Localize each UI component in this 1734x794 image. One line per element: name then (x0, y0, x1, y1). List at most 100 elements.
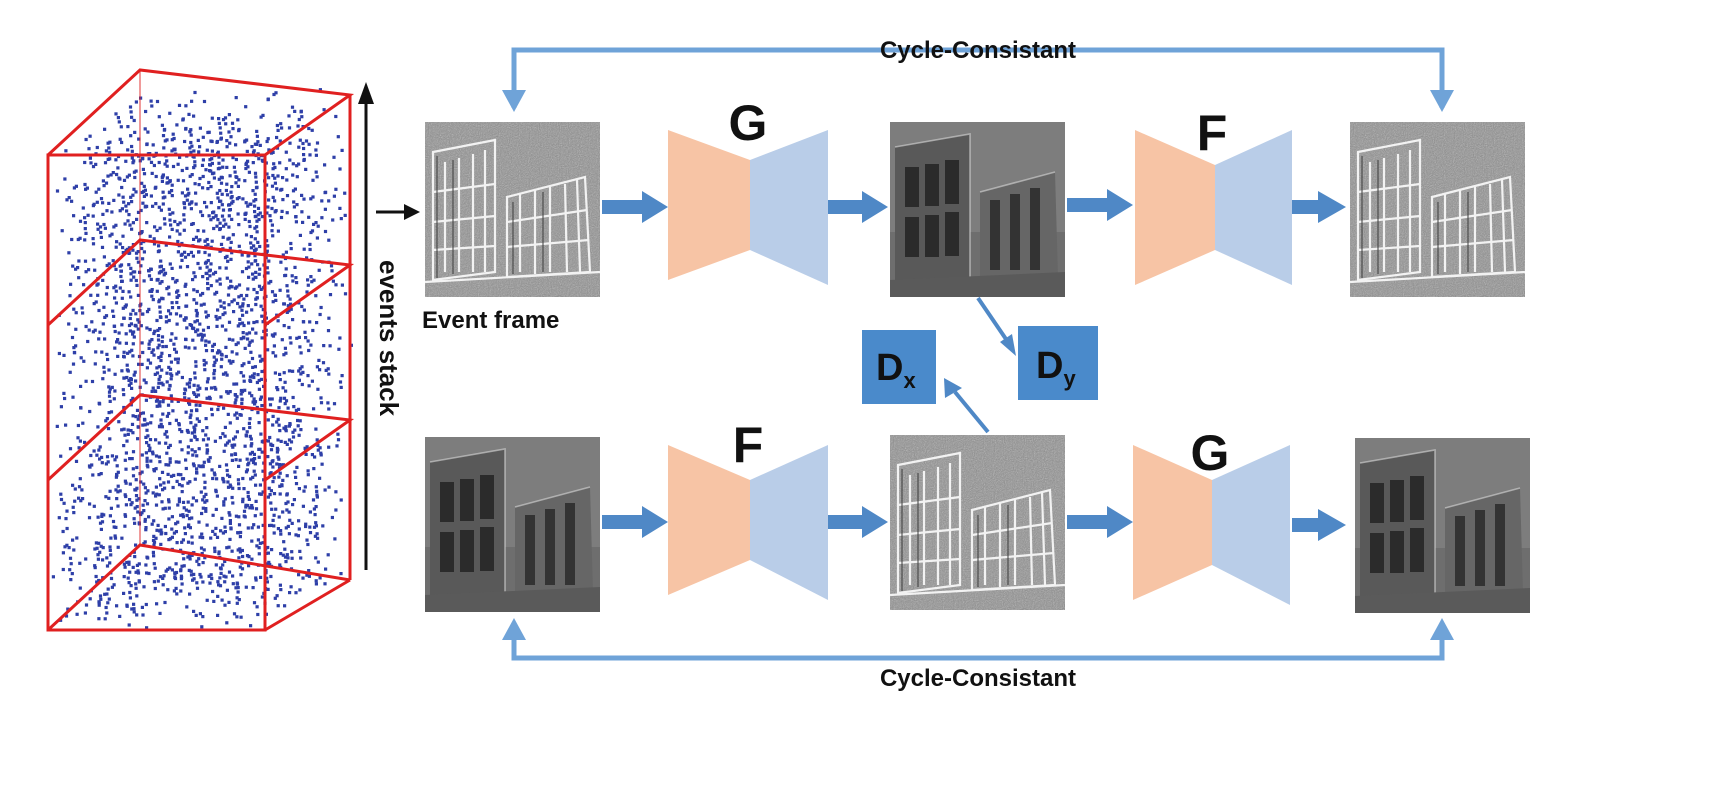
event-point (123, 493, 127, 497)
event-point (315, 321, 319, 325)
event-point (91, 330, 95, 334)
stack-to-frame-arrow (376, 204, 420, 220)
event-point (147, 571, 151, 576)
event-point (175, 479, 179, 483)
event-point (307, 574, 311, 578)
event-point (227, 337, 231, 341)
event-point (128, 570, 132, 574)
event-point (273, 210, 277, 214)
event-point (142, 509, 146, 513)
event-point (300, 365, 304, 369)
event-point (327, 372, 331, 376)
event-point (97, 578, 101, 583)
event-point (217, 155, 221, 159)
event-point (256, 213, 260, 217)
event-point (213, 532, 217, 536)
event-point (192, 271, 196, 275)
event-point (252, 372, 256, 376)
event-point (145, 456, 149, 460)
event-point (301, 220, 305, 224)
event-point (80, 488, 84, 492)
event-point (217, 206, 221, 210)
event-point (113, 346, 117, 350)
event-point (229, 135, 233, 139)
event-point (324, 190, 328, 194)
event-point (161, 400, 165, 404)
event-point (169, 360, 173, 364)
event-point (120, 428, 124, 432)
event-point (146, 130, 150, 134)
event-point (131, 270, 135, 274)
event-point (296, 534, 300, 538)
event-point (302, 153, 306, 157)
event-point (142, 585, 146, 589)
event-point (84, 379, 88, 383)
event-point (78, 219, 83, 223)
event-point (197, 447, 201, 451)
event-point (152, 242, 157, 246)
event-point (211, 589, 215, 594)
event-point (79, 384, 83, 388)
event-point (122, 178, 127, 182)
event-point (242, 514, 246, 518)
event-point (183, 255, 188, 259)
event-point (298, 233, 302, 237)
event-point (218, 266, 222, 270)
event-point (312, 222, 316, 226)
event-point (118, 489, 122, 493)
event-point (120, 207, 124, 211)
event-point (298, 138, 302, 142)
event-point (75, 612, 79, 616)
event-point (188, 146, 192, 150)
event-point (230, 453, 234, 457)
event-point (83, 160, 87, 165)
event-point (184, 508, 188, 512)
event-point (142, 184, 146, 188)
event-point (308, 242, 312, 246)
event-point (309, 230, 313, 235)
event-point (237, 244, 241, 248)
event-point (160, 500, 164, 504)
event-point (254, 270, 258, 274)
event-point (118, 209, 122, 213)
event-point (201, 135, 205, 139)
event-point (127, 213, 131, 217)
event-point (246, 159, 250, 163)
event-point (280, 209, 284, 213)
event-point (143, 517, 147, 522)
event-point (161, 174, 165, 178)
event-point (202, 358, 206, 363)
event-point (280, 483, 284, 487)
event-point (192, 464, 196, 468)
event-point (174, 530, 178, 534)
event-point (183, 284, 187, 288)
event-point (297, 527, 301, 531)
event-point (195, 301, 199, 305)
event-point (65, 198, 69, 202)
event-point (295, 175, 299, 179)
event-point (149, 267, 153, 271)
event-point (180, 564, 184, 568)
event-point (157, 115, 161, 119)
event-point (315, 438, 319, 442)
event-point (225, 193, 230, 197)
event-point (228, 208, 232, 212)
event-point (316, 224, 320, 228)
event-point (62, 391, 66, 395)
event-point (189, 421, 193, 425)
event-point (89, 161, 93, 165)
event-point (308, 153, 312, 157)
event-point (272, 92, 276, 97)
event-point (274, 298, 278, 302)
event-point (300, 193, 304, 197)
event-point (252, 149, 256, 153)
event-point (253, 192, 257, 196)
event-point (171, 277, 175, 281)
event-point (161, 383, 165, 387)
event-point (123, 514, 128, 518)
event-point (125, 439, 129, 443)
event-point (306, 542, 310, 547)
event-point (234, 96, 238, 100)
event-point (176, 472, 180, 477)
event-point (231, 338, 235, 342)
